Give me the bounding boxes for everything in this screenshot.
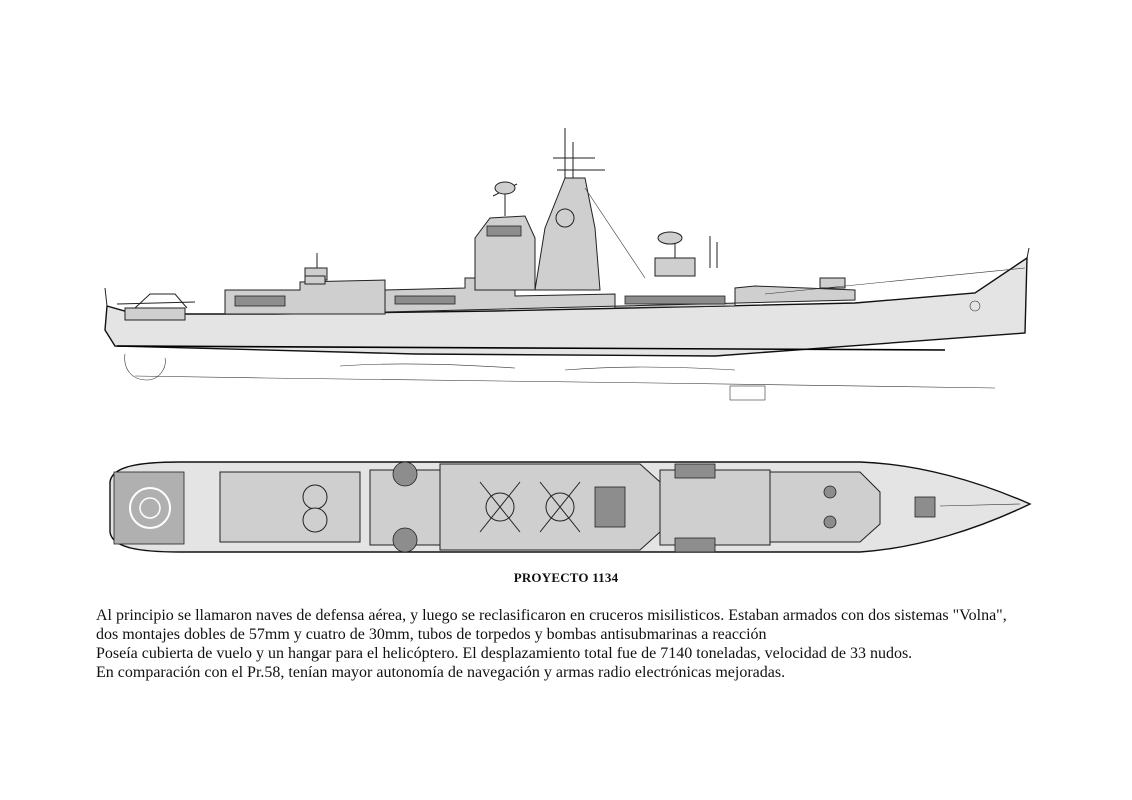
plan-main-superstructure (439, 463, 661, 551)
profile-fire-control (654, 231, 718, 277)
ship-plan-drawing (109, 461, 1032, 553)
profile-lower-hull (134, 375, 996, 389)
profile-waterline (116, 345, 946, 351)
description-text: Al principio se llamaron naves de defens… (96, 606, 1086, 682)
profile-gun-mount-aft (304, 275, 326, 285)
ship-profile-drawing (104, 128, 1030, 401)
description-line-1: Al principio se llamaron naves de defens… (96, 607, 1007, 624)
description-line-3: Poseía cubierta de vuelo y un hangar par… (96, 645, 913, 662)
description-line-4: En comparación con el Pr.58, tenían mayo… (96, 664, 786, 681)
profile-rudder (124, 353, 166, 381)
profile-gun-mount-fwd (819, 277, 846, 289)
description-line-2: dos montajes dobles de 57mm y cuatro de … (96, 626, 767, 643)
figure-caption: PROYECTO 1134 (513, 570, 619, 585)
plan-helipad (113, 471, 185, 545)
helicopter-silhouette (116, 293, 196, 321)
plan-fwd-superstructure (659, 469, 771, 546)
plan-bow-gun (914, 496, 936, 518)
profile-main-mast (534, 177, 601, 291)
